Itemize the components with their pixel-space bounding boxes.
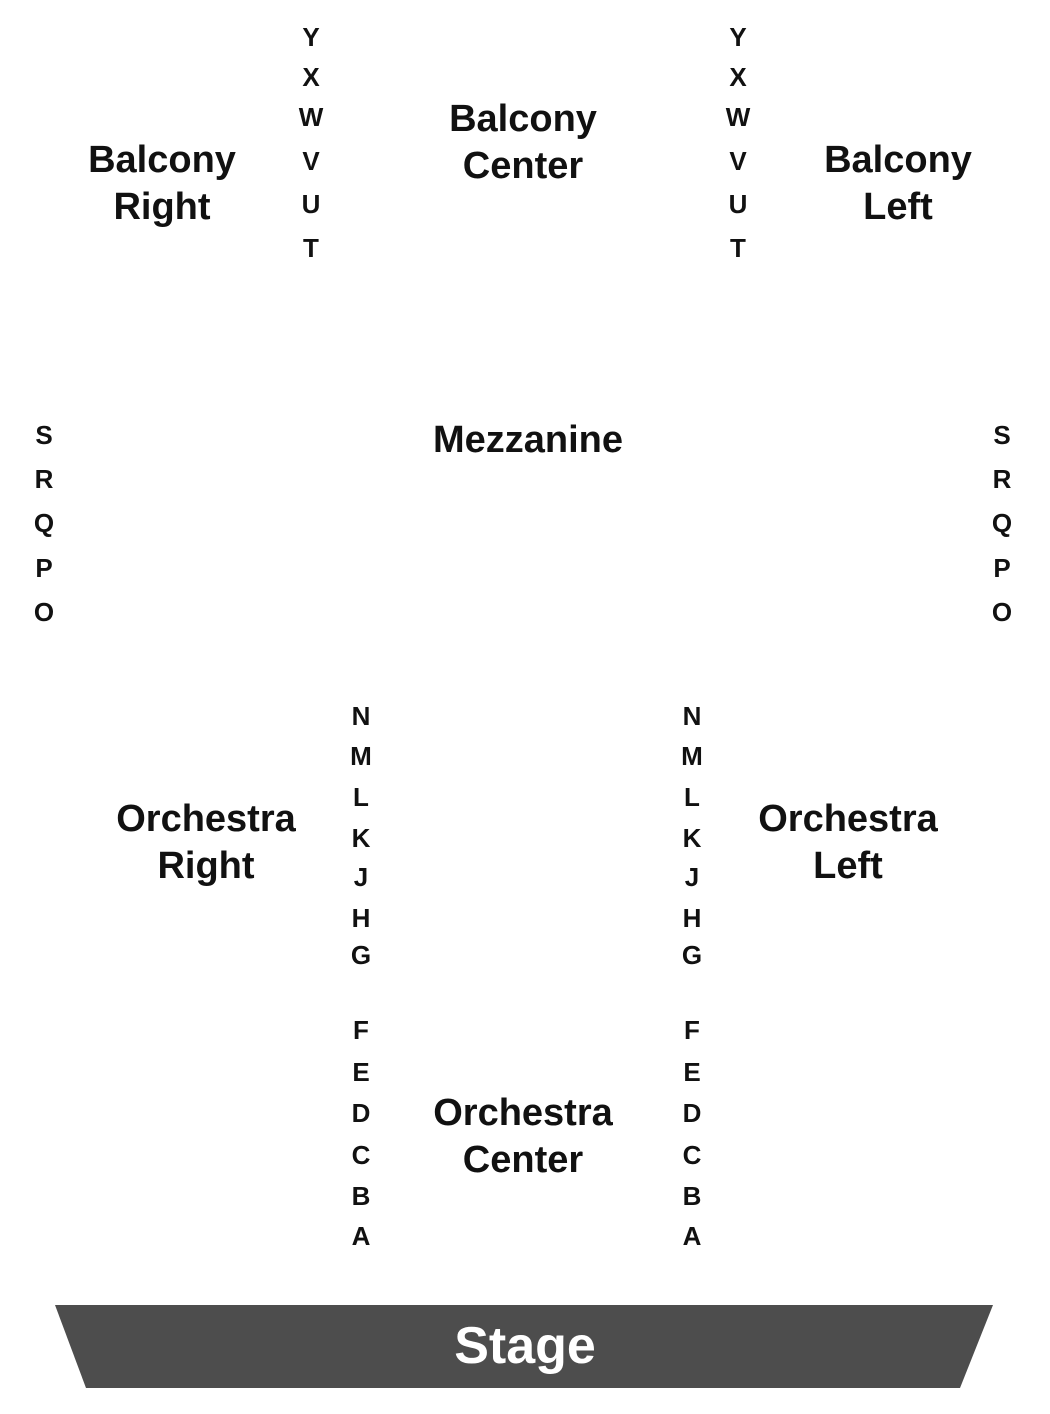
row-label-h: H xyxy=(351,903,371,933)
row-label-r: R xyxy=(992,464,1012,494)
section-label-line: Left xyxy=(813,845,883,887)
section-label-line: Orchestra xyxy=(758,798,938,840)
row-label-v: V xyxy=(729,146,747,176)
section-label-line: Mezzanine xyxy=(432,419,624,461)
row-label-e: E xyxy=(683,1057,701,1087)
section-balcony-left[interactable]: Balcony Left xyxy=(824,137,972,231)
row-label-g: G xyxy=(681,940,703,970)
row-label-n: N xyxy=(351,701,371,731)
section-label-line: Left xyxy=(863,186,933,228)
row-label-q: Q xyxy=(33,508,55,538)
section-balcony-right[interactable]: Balcony Right xyxy=(88,137,236,231)
section-label-line: Balcony xyxy=(449,98,597,140)
row-label-d: D xyxy=(351,1098,371,1128)
row-label-l: L xyxy=(684,782,700,812)
row-label-f: F xyxy=(353,1015,369,1045)
row-label-x: X xyxy=(302,62,320,92)
section-balcony-center[interactable]: Balcony Center xyxy=(449,96,597,190)
row-label-f: F xyxy=(684,1015,700,1045)
row-label-x: X xyxy=(729,62,747,92)
row-label-y: Y xyxy=(729,22,747,52)
row-label-g: G xyxy=(350,940,372,970)
row-label-m: M xyxy=(350,741,372,771)
section-label-line: Balcony xyxy=(824,139,972,181)
row-label-v: V xyxy=(302,146,320,176)
row-label-a: A xyxy=(682,1221,702,1251)
row-label-a: A xyxy=(351,1221,371,1251)
row-label-y: Y xyxy=(302,22,320,52)
section-mezzanine[interactable]: Mezzanine xyxy=(433,417,623,464)
row-label-s: S xyxy=(993,420,1011,450)
section-orchestra-right[interactable]: Orchestra Right xyxy=(116,796,296,890)
row-label-l: L xyxy=(353,782,369,812)
row-label-p: P xyxy=(35,553,53,583)
stage-shape xyxy=(55,1305,993,1388)
row-label-e: E xyxy=(352,1057,370,1087)
row-label-w: W xyxy=(298,102,324,132)
row-label-t: T xyxy=(303,233,319,263)
row-label-n: N xyxy=(682,701,702,731)
section-label-line: Orchestra xyxy=(433,1092,613,1134)
stage-label: Stage xyxy=(454,1317,596,1375)
row-label-c: C xyxy=(682,1140,702,1170)
section-label-line: Right xyxy=(113,186,211,228)
row-label-c: C xyxy=(351,1140,371,1170)
row-label-b: B xyxy=(682,1181,702,1211)
section-label-line: Orchestra xyxy=(116,798,296,840)
row-label-o: O xyxy=(991,597,1013,627)
section-label-line: Right xyxy=(157,845,255,887)
row-label-j: J xyxy=(684,862,700,892)
row-label-k: K xyxy=(682,823,702,853)
row-label-k: K xyxy=(351,823,371,853)
stage[interactable] xyxy=(0,1300,1050,1392)
row-label-u: U xyxy=(728,189,748,219)
section-orchestra-left[interactable]: Orchestra Left xyxy=(758,796,938,890)
row-label-p: P xyxy=(993,553,1011,583)
row-label-m: M xyxy=(681,741,703,771)
row-label-h: H xyxy=(682,903,702,933)
row-label-q: Q xyxy=(991,508,1013,538)
row-label-w: W xyxy=(725,102,751,132)
row-label-o: O xyxy=(33,597,55,627)
section-label-line: Center xyxy=(462,1139,584,1181)
row-label-s: S xyxy=(35,420,53,450)
row-label-b: B xyxy=(351,1181,371,1211)
section-label-line: Balcony xyxy=(88,139,236,181)
section-orchestra-center[interactable]: Orchestra Center xyxy=(433,1090,613,1184)
row-label-u: U xyxy=(301,189,321,219)
row-label-r: R xyxy=(34,464,54,494)
row-label-d: D xyxy=(682,1098,702,1128)
row-label-j: J xyxy=(353,862,369,892)
row-label-t: T xyxy=(730,233,746,263)
section-label-line: Center xyxy=(462,145,584,187)
